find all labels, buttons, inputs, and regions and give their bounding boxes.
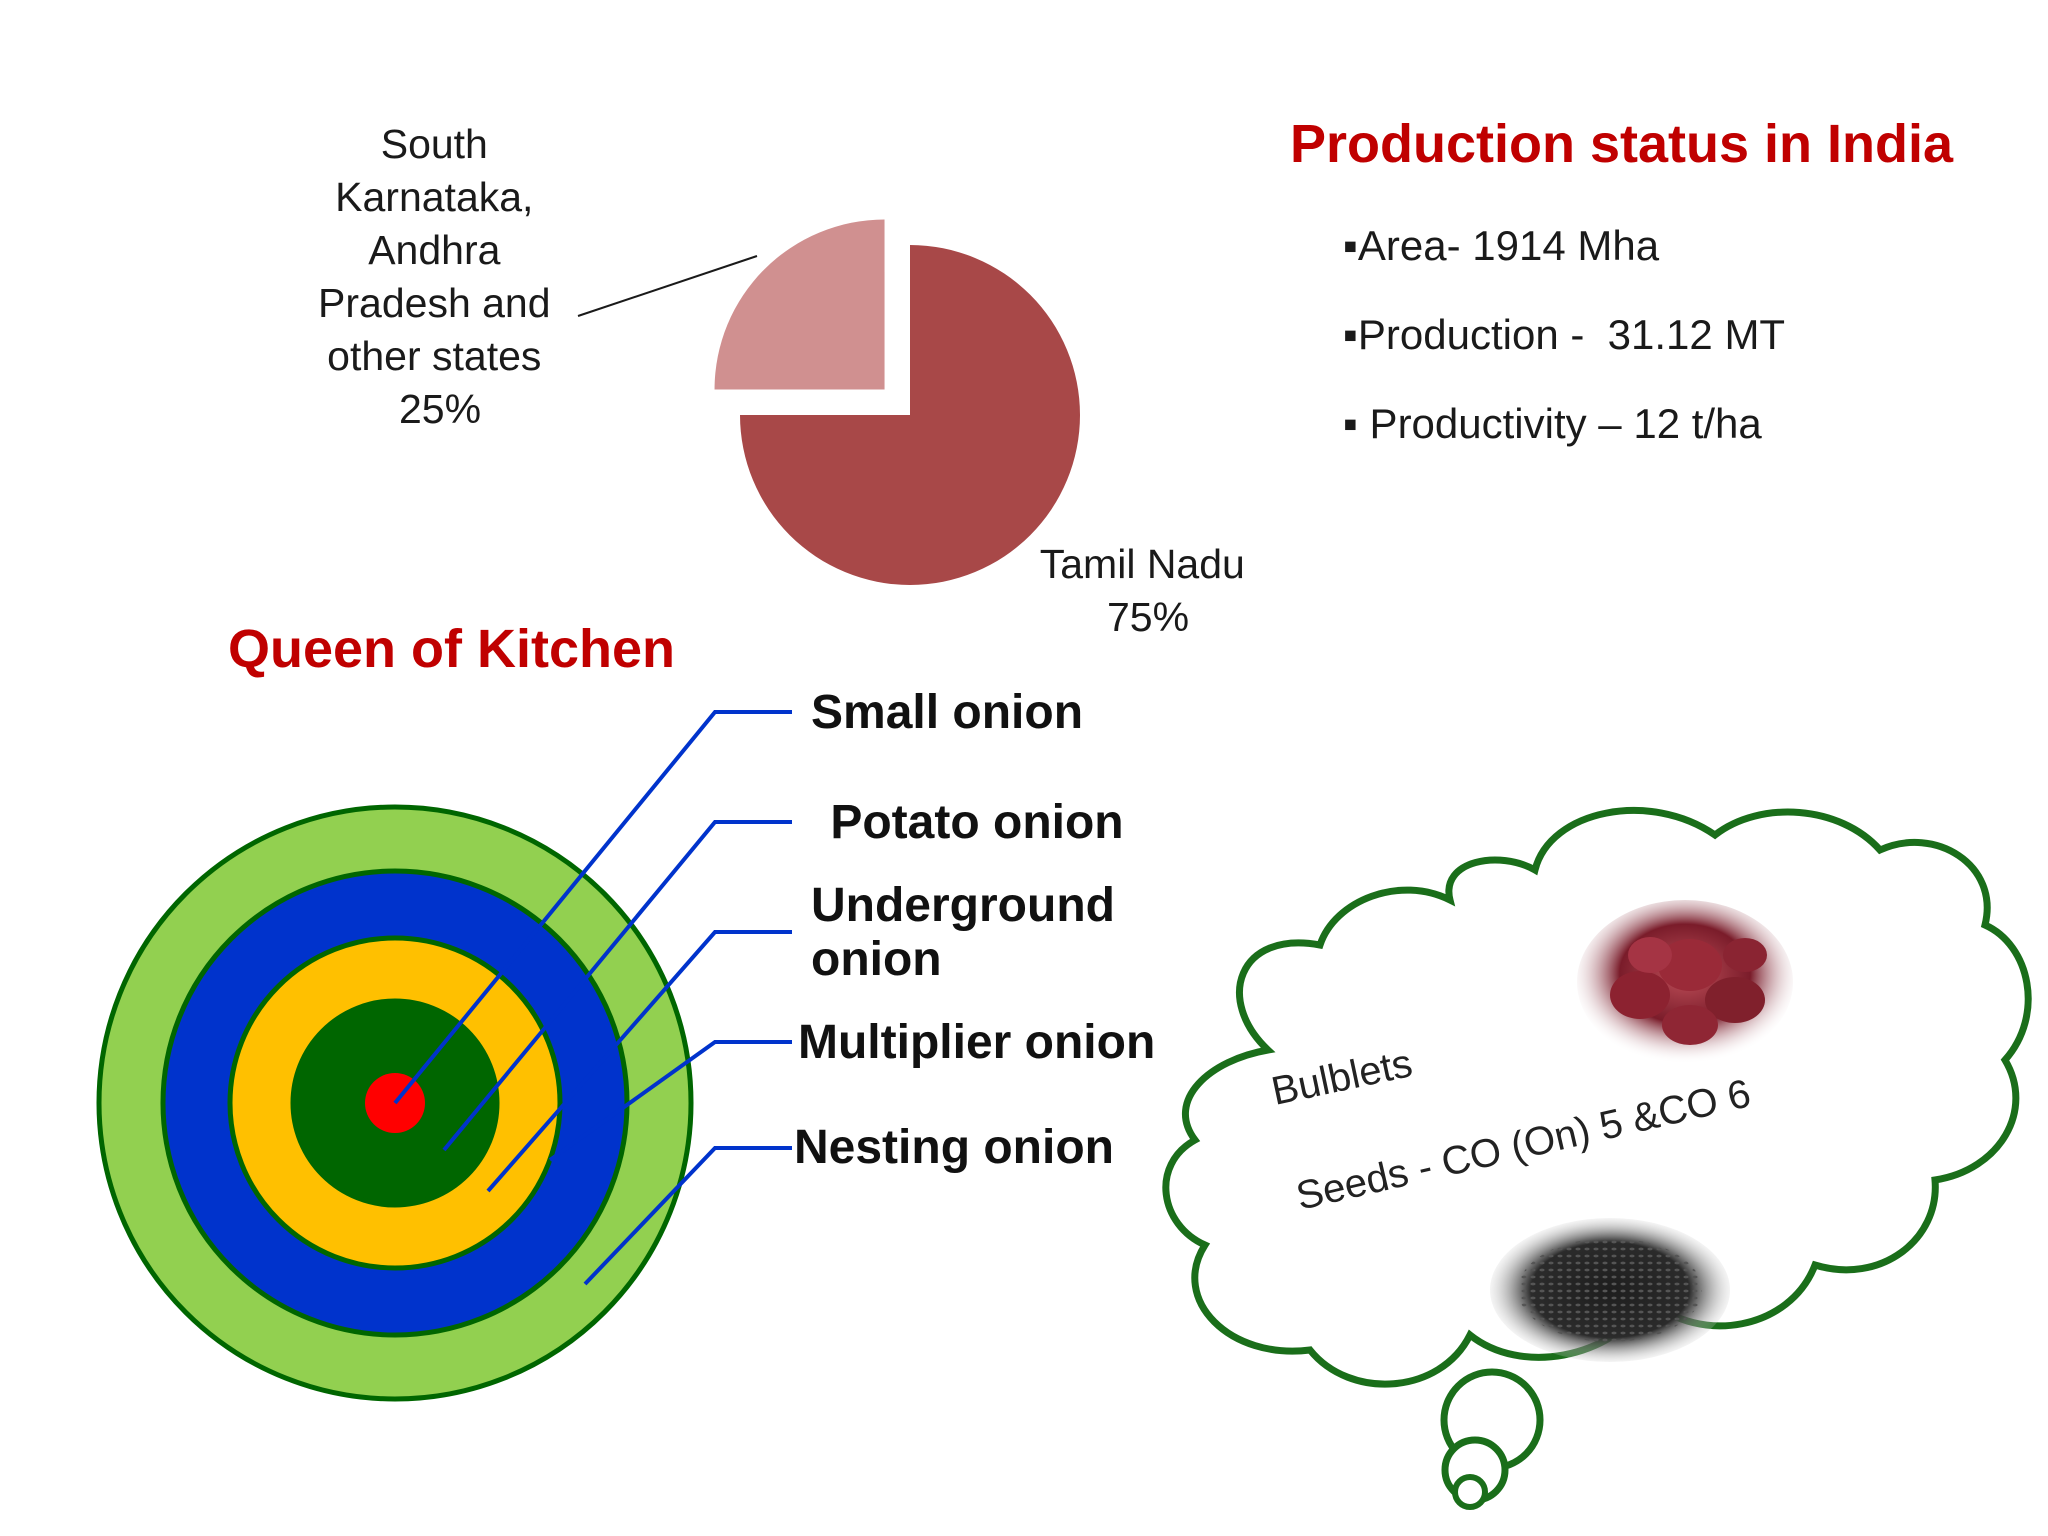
onion-leader-lines: [393, 710, 792, 1286]
pie-label-tamil-nadu: Tamil Nadu 75%: [1040, 541, 1257, 640]
pie-label-other-states: South Karnataka, Andhra Pradesh and othe…: [318, 121, 562, 432]
production-title: Production status in India: [1290, 114, 1954, 174]
stat-production: ▪Production - 31.12 MT: [1343, 311, 1785, 358]
seeds-image: [1490, 1218, 1730, 1362]
stat-text: Productivity – 12 t/ha: [1358, 400, 1763, 447]
pie-label-line: Pradesh and: [318, 280, 551, 326]
label-underground-onion: Underground onion: [811, 879, 1128, 986]
bullet-icon: ▪: [1343, 311, 1358, 358]
pie-leader-line: [577, 255, 758, 317]
thought-cloud: Bulblets Seeds - CO (On) 5 &CO 6: [1162, 806, 2032, 1510]
label-multiplier-onion: Multiplier onion: [798, 1016, 1155, 1069]
pie-chart: [714, 219, 1080, 585]
pie-label-line: Karnataka,: [335, 174, 533, 220]
pie-slice-0: [740, 245, 1080, 585]
stat-productivity: ▪ Productivity – 12 t/ha: [1343, 400, 1762, 447]
pie-label-value: 25%: [399, 386, 481, 432]
stat-text: Area- 1914 Mha: [1358, 222, 1660, 269]
leader-nesting-onion: [583, 1146, 792, 1286]
pie-slice-1: [714, 219, 885, 390]
pie-label-value: 75%: [1107, 594, 1189, 640]
leader-small-onion: [393, 710, 792, 1105]
pie-label-line: South: [381, 121, 488, 167]
pie-label-line: other states: [327, 333, 541, 379]
label-nesting-onion: Nesting onion: [794, 1121, 1114, 1174]
pie-label-line: Tamil Nadu: [1040, 541, 1245, 587]
thought-bubble-small: [1452, 1474, 1488, 1510]
kitchen-title: Queen of Kitchen: [228, 619, 675, 679]
cloud-outline: [1162, 806, 2032, 1388]
label-line: Underground: [811, 879, 1115, 932]
pie-label-line: Andhra: [368, 227, 500, 273]
onion-type-labels: Small onion Potato onion Underground oni…: [794, 686, 1155, 1174]
bullet-icon: ▪: [1343, 400, 1358, 447]
bullet-icon: ▪: [1343, 222, 1358, 269]
label-potato-onion: Potato onion: [817, 796, 1124, 849]
label-small-onion: Small onion: [811, 686, 1083, 739]
stat-area: ▪Area- 1914 Mha: [1343, 222, 1660, 269]
production-stats-list: ▪Area- 1914 Mha ▪Production - 31.12 MT ▪…: [1343, 222, 1785, 447]
bulblets-image: [1577, 900, 1793, 1064]
leader-underground-onion: [486, 930, 792, 1193]
leader-potato-onion: [442, 820, 792, 1152]
stat-text: Production - 31.12 MT: [1358, 311, 1785, 358]
label-line: onion: [811, 933, 942, 986]
leader-multiplier-onion: [548, 1040, 792, 1162]
